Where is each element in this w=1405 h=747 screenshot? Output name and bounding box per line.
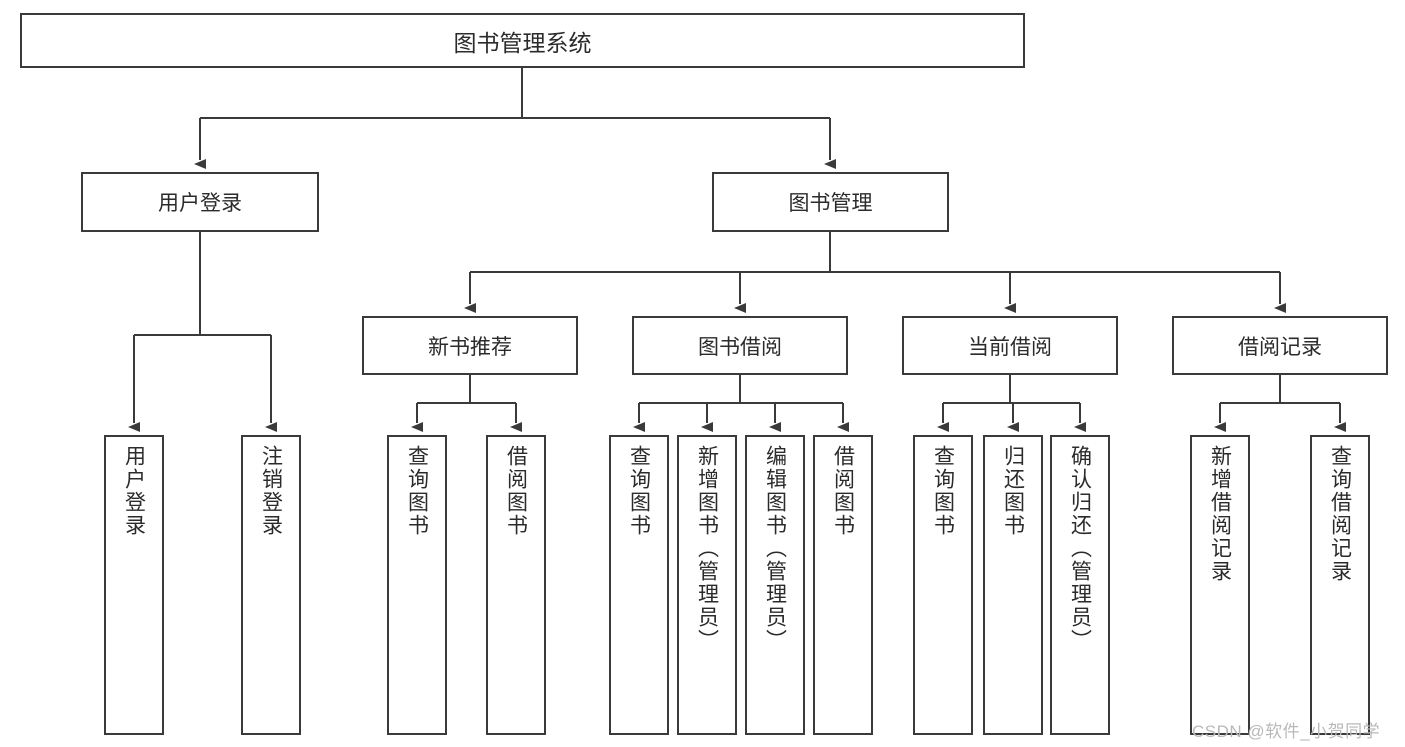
leaf-label: 新增借阅记录 (1208, 445, 1232, 583)
node-current-borrow[interactable]: 当前借阅 (902, 316, 1118, 375)
leaf-confirm-return-admin[interactable]: 确认归还（管理员） (1050, 435, 1110, 735)
leaf-borrow-book-recommend[interactable]: 借阅图书 (486, 435, 546, 735)
leaf-label: 查询图书 (627, 445, 651, 537)
node-book-management[interactable]: 图书管理 (712, 172, 949, 232)
node-book-borrow-label: 图书借阅 (698, 335, 782, 359)
leaf-query-borrow-record[interactable]: 查询借阅记录 (1310, 435, 1370, 735)
node-root-label: 图书管理系统 (453, 29, 592, 56)
node-new-book-recommend-label: 新书推荐 (428, 335, 512, 359)
leaf-label: 查询图书 (405, 445, 429, 537)
leaf-borrow-book[interactable]: 借阅图书 (813, 435, 873, 735)
leaf-label: 查询借阅记录 (1328, 445, 1352, 583)
node-book-borrow[interactable]: 图书借阅 (632, 316, 848, 375)
leaf-add-book-admin[interactable]: 新增图书（管理员） (677, 435, 737, 735)
leaf-label: 查询图书 (931, 445, 955, 537)
leaf-edit-book-admin[interactable]: 编辑图书（管理员） (745, 435, 805, 735)
node-book-management-label: 图书管理 (788, 192, 873, 215)
node-user-login[interactable]: 用户登录 (81, 172, 319, 232)
node-new-book-recommend[interactable]: 新书推荐 (362, 316, 578, 375)
leaf-label: 借阅图书 (504, 445, 528, 537)
leaf-label: 注销登录 (259, 445, 283, 537)
node-root[interactable]: 图书管理系统 (20, 13, 1025, 68)
leaf-label: 新增图书（管理员） (695, 445, 719, 652)
leaf-query-book-recommend[interactable]: 查询图书 (387, 435, 447, 735)
node-borrow-record[interactable]: 借阅记录 (1172, 316, 1388, 375)
leaf-user-login[interactable]: 用户登录 (104, 435, 164, 735)
leaf-label: 编辑图书（管理员） (763, 445, 787, 652)
leaf-label: 确认归还（管理员） (1068, 445, 1092, 652)
leaf-label: 归还图书 (1001, 445, 1025, 537)
csdn-watermark: CSDN @软件_小贺同学 (1192, 722, 1381, 741)
node-user-login-label: 用户登录 (158, 192, 242, 215)
node-current-borrow-label: 当前借阅 (968, 335, 1052, 359)
leaf-label: 借阅图书 (831, 445, 855, 537)
leaf-query-book-borrow[interactable]: 查询图书 (609, 435, 669, 735)
leaf-label: 用户登录 (122, 445, 146, 537)
leaf-add-borrow-record[interactable]: 新增借阅记录 (1190, 435, 1250, 735)
node-borrow-record-label: 借阅记录 (1238, 335, 1322, 359)
leaf-logout[interactable]: 注销登录 (241, 435, 301, 735)
leaf-query-book-current[interactable]: 查询图书 (913, 435, 973, 735)
leaf-return-book[interactable]: 归还图书 (983, 435, 1043, 735)
